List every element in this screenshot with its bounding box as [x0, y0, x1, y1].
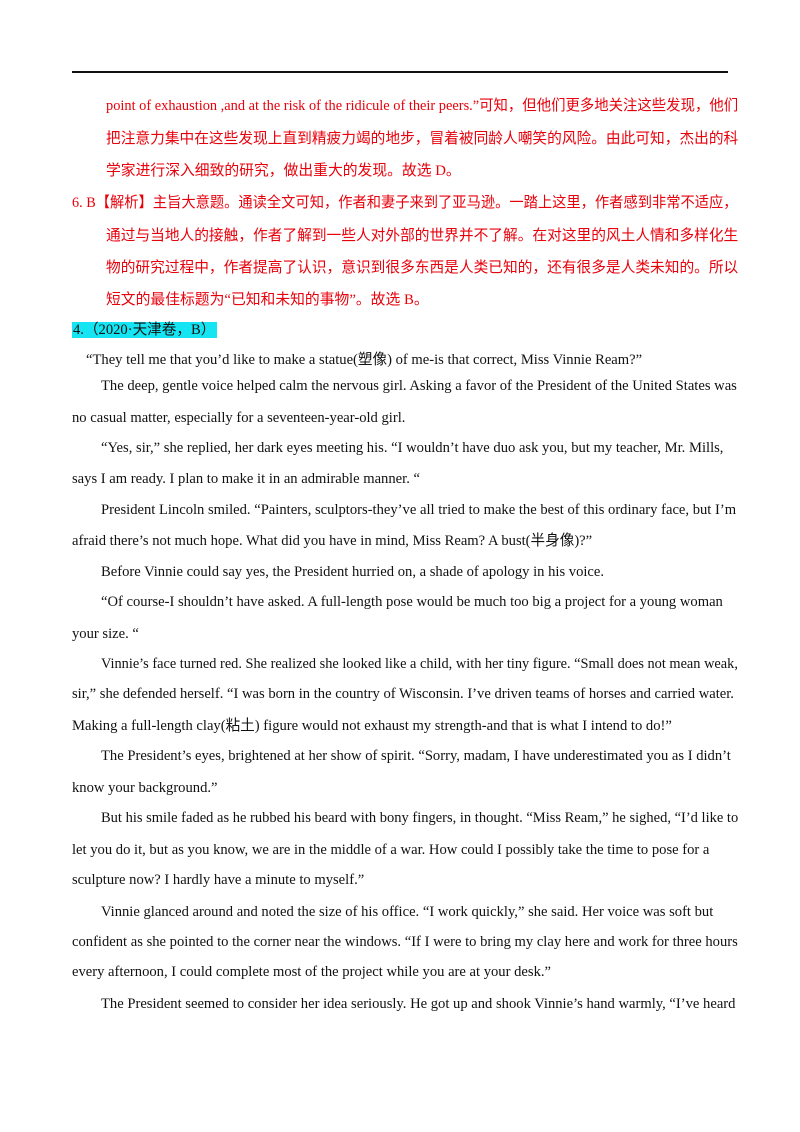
header-rule — [72, 71, 728, 73]
passage-line-1: “They tell me that you’d like to make a … — [86, 352, 643, 368]
passage-line-2: The deep, gentle voice helped calm the n… — [101, 378, 737, 394]
passage-line-20: confident as she pointed to the corner n… — [72, 934, 738, 950]
passage-line-15: know your background.” — [72, 780, 218, 796]
answer-6-line-2: 通过与当地人的接触，作者了解到一些人对外部的世界并不了解。在对这里的风土人情和多… — [106, 228, 739, 244]
passage-line-11: Vinnie’s face turned red. She realized s… — [101, 656, 738, 672]
passage-line-21: every afternoon, I could complete most o… — [72, 964, 551, 980]
passage-tag: 4.（2020·天津卷，B） — [72, 322, 218, 338]
passage-line-9: “Of course-I shouldn’t have asked. A ful… — [101, 594, 723, 610]
passage-line-4: “Yes, sir,” she replied, her dark eyes m… — [101, 440, 724, 456]
passage-line-7: afraid there’s not much hope. What did y… — [72, 533, 593, 549]
passage-line-17: let you do it, but as you know, we are i… — [72, 842, 710, 858]
passage-line-6: President Lincoln smiled. “Painters, scu… — [101, 502, 737, 518]
passage-line-5: says I am ready. I plan to make it in an… — [72, 471, 420, 487]
answer-6-line-3: 物的研究过程中，作者提高了认识，意识到很多东西是人类已知的，还有很多是人类未知的… — [106, 260, 739, 276]
answer-6-line-4: 短文的最佳标题为“已知和未知的事物”。故选 B。 — [106, 292, 429, 308]
passage-line-18: sculpture now? I hardly have a minute to… — [72, 872, 365, 888]
passage-line-10: your size. “ — [72, 626, 139, 642]
passage-line-8: Before Vinnie could say yes, the Preside… — [101, 564, 605, 580]
passage-heading: 4.（2020·天津卷，B） — [72, 320, 218, 340]
answer-continuation-line-1: point of exhaustion ,and at the risk of … — [106, 98, 739, 114]
passage-line-22: The President seemed to consider her ide… — [101, 996, 736, 1012]
passage-line-3: no casual matter, especially for a seven… — [72, 410, 406, 426]
passage-line-19: Vinnie glanced around and noted the size… — [101, 904, 714, 920]
answer-continuation-line-3: 学家进行深入细致的研究，做出重大的发现。故选 D。 — [106, 163, 461, 179]
passage-line-16: But his smile faded as he rubbed his bea… — [101, 810, 739, 826]
passage-line-14: The President’s eyes, brightened at her … — [101, 748, 731, 764]
passage-line-12: sir,” she defended herself. “I was born … — [72, 686, 734, 702]
answer-continuation-line-2: 把注意力集中在这些发现上直到精疲力竭的地步，冒着被同龄人嘲笑的风险。由此可知，杰… — [106, 131, 739, 147]
answer-6-line-1: 6. B【解析】主旨大意题。通读全文可知，作者和妻子来到了亚马逊。一踏上这里，作… — [72, 195, 738, 211]
passage-line-13: Making a full-length clay(粘土) figure wou… — [72, 718, 672, 734]
